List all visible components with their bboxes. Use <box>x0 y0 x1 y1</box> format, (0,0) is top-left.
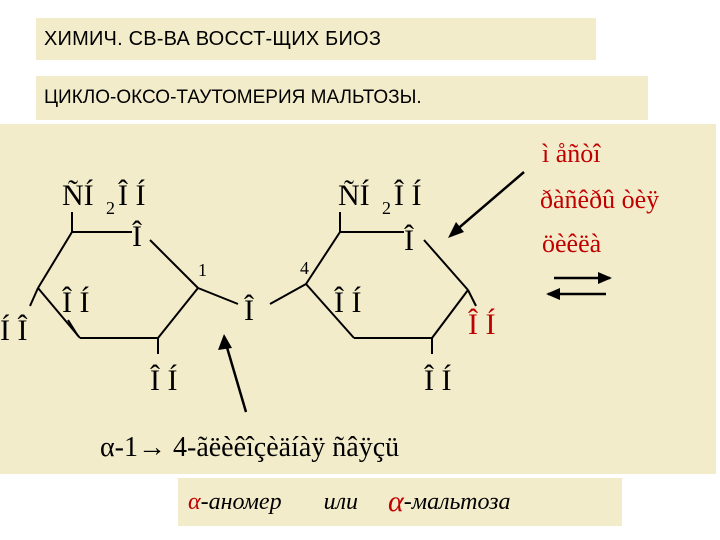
caption-or: или <box>323 488 359 515</box>
left-ho-label: Í Î <box>0 314 27 347</box>
left-ring-oxygen: Î <box>132 220 142 253</box>
left-oh-bottom-label: Î Í <box>150 364 177 397</box>
right-ch2oh-subscript: 2 <box>382 198 391 218</box>
glycosidic-bond-left <box>197 287 239 305</box>
left-ch2oh-subscript: 2 <box>106 198 115 218</box>
left-ring-bond-c1-c2 <box>157 287 199 339</box>
equilibrium-arrows <box>546 272 612 300</box>
annotation-line-3: öèêëà <box>542 229 602 258</box>
diagram-panel <box>0 124 716 474</box>
subtitle-banner: ЦИКЛО-ОКСО-ТАУТОМЕРИЯ МАЛЬТОЗЫ. <box>36 76 648 120</box>
right-ring-bond-oh-anomeric <box>467 289 477 307</box>
slide-subtitle: ЦИКЛО-ОКСО-ТАУТОМЕРИЯ МАЛЬТОЗЫ. <box>44 87 422 108</box>
left-ring-bond-oh-left <box>67 319 79 337</box>
carbon-4-label: 4 <box>300 258 309 278</box>
left-ring <box>29 212 239 354</box>
right-ring-bond-c1-c2 <box>431 289 469 339</box>
caption-alpha-1: α <box>188 488 201 515</box>
right-oh-label: Î Í <box>334 286 361 319</box>
caption-maltose: -мальтоза <box>403 488 511 515</box>
right-ring-oxygen: Î <box>404 224 414 257</box>
right-ch2oh-tail: Î Í <box>394 179 421 212</box>
left-ring-bond-ho <box>29 287 39 307</box>
annotation-line-1: ì åñòî <box>542 139 601 168</box>
left-ring-bond-c4-c5 <box>37 231 73 289</box>
right-ring-bond-o-c1 <box>423 239 469 291</box>
annotation-arrow <box>448 171 525 238</box>
right-ring <box>269 212 477 354</box>
right-ring-bond-c3-c4 <box>305 283 355 339</box>
annotation-line-2: ðàñêðû òèÿ <box>540 185 659 214</box>
right-oh-bottom-label: Î Í <box>424 364 451 397</box>
glycosidic-arrow <box>218 334 248 413</box>
caption-alpha-2: α <box>388 485 404 518</box>
caption-anomer: -аномер <box>200 488 282 515</box>
left-oh-label: Î Í <box>62 286 89 319</box>
caption-banner: α -аномер или α -мальтоза <box>178 478 622 526</box>
right-anomeric-oh-label: Î Í <box>468 308 495 341</box>
glycosidic-bond-right <box>269 283 307 305</box>
left-ch2oh-label: ÑÍ <box>62 179 94 212</box>
slide-title: ХИМИЧ. СВ-ВА ВОССТ-ЩИХ БИОЗ <box>44 27 382 50</box>
right-ch2oh-label: ÑÍ <box>338 179 370 212</box>
carbon-1-label: 1 <box>198 260 207 280</box>
left-ch2oh-tail: Î Í <box>118 179 145 212</box>
glycosidic-bond-label: α-1→ 4-ãëèêîçèäíàÿ ñâÿçü <box>100 432 399 463</box>
glycosidic-oxygen: Î <box>244 294 254 327</box>
left-ring-bond-o-c1 <box>149 239 199 289</box>
right-ring-bond-c4-c5 <box>305 231 341 285</box>
title-banner: ХИМИЧ. СВ-ВА ВОССТ-ЩИХ БИОЗ <box>36 18 596 60</box>
